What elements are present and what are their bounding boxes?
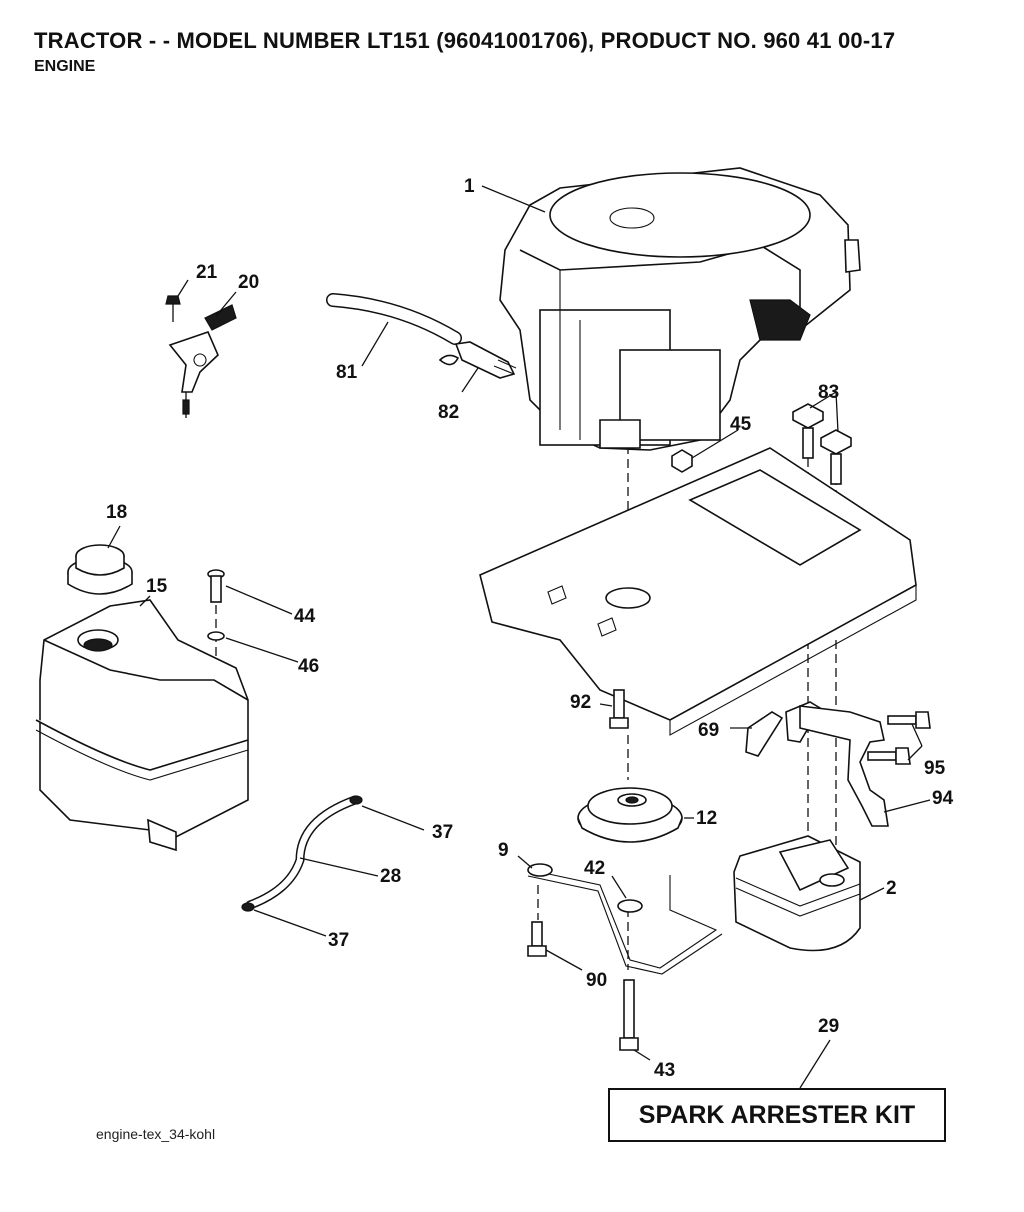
hose-fitting-part	[438, 341, 517, 379]
exhaust-bolts-part	[867, 711, 931, 765]
shield-bolt-part	[527, 921, 547, 957]
spark-arrester-kit-label: SPARK ARRESTER KIT	[608, 1088, 946, 1142]
callout-tank-screw: 44	[294, 606, 316, 627]
engine-bolts-part	[792, 403, 852, 485]
callout-washer: 42	[584, 858, 605, 879]
callout-fuel-cap: 18	[106, 502, 127, 523]
drawing-code: engine-tex_34-kohl	[96, 1126, 216, 1142]
callout-fuel-tank: 15	[146, 576, 168, 597]
leader-lines	[107, 185, 931, 1089]
callout-heat-shield: 9	[498, 840, 509, 861]
throttle-control-part	[165, 295, 237, 418]
callout-control-screw: 21	[196, 262, 218, 283]
callout-gasket: 69	[698, 720, 719, 741]
nut-part	[671, 449, 693, 473]
muffler-part	[733, 835, 861, 952]
pulley-bolt-part	[609, 689, 629, 729]
exhaust-pipe-part	[799, 705, 889, 827]
callout-engine-bolts: 83	[818, 382, 839, 403]
page-subtitle: ENGINE	[34, 58, 96, 75]
callout-tank-washer: 46	[298, 656, 319, 677]
tank-screw-part	[207, 569, 225, 641]
fuel-line-part	[241, 795, 363, 912]
callout-long-bolt: 43	[654, 1060, 675, 1081]
callout-kit: 29	[818, 1016, 839, 1037]
page-title: TRACTOR - - MODEL NUMBER LT151 (96041001…	[34, 28, 896, 53]
callout-pulley: 12	[696, 808, 717, 829]
callout-hose-fitting: 82	[438, 402, 459, 423]
tank-washer-part	[207, 631, 225, 641]
fuel-cap-part	[67, 544, 133, 595]
callout-nut: 45	[730, 414, 752, 435]
engine-mount-plate	[479, 447, 917, 736]
callout-hose-clamp-upper: 37	[432, 822, 453, 843]
callout-engine: 1	[464, 176, 475, 197]
washer-part	[617, 899, 643, 913]
callout-muffler: 2	[886, 878, 897, 899]
callout-throttle-control: 20	[238, 272, 259, 293]
callout-shield-bolt: 90	[586, 970, 607, 991]
callout-pulley-bolt: 92	[570, 692, 591, 713]
callout-breather-hose: 81	[336, 362, 358, 383]
engine-part	[499, 167, 861, 451]
heat-shield-bracket-part	[527, 863, 723, 975]
callout-hose-clamp-lower: 37	[328, 930, 349, 951]
callout-fuel-line: 28	[380, 866, 401, 887]
pulley-part	[577, 787, 683, 843]
long-bolt-part	[619, 979, 639, 1051]
breather-hose-part	[326, 293, 462, 345]
callout-exhaust-pipe: 94	[932, 788, 954, 809]
fuel-tank-part	[35, 599, 249, 852]
callout-exhaust-bolts: 95	[924, 758, 946, 779]
